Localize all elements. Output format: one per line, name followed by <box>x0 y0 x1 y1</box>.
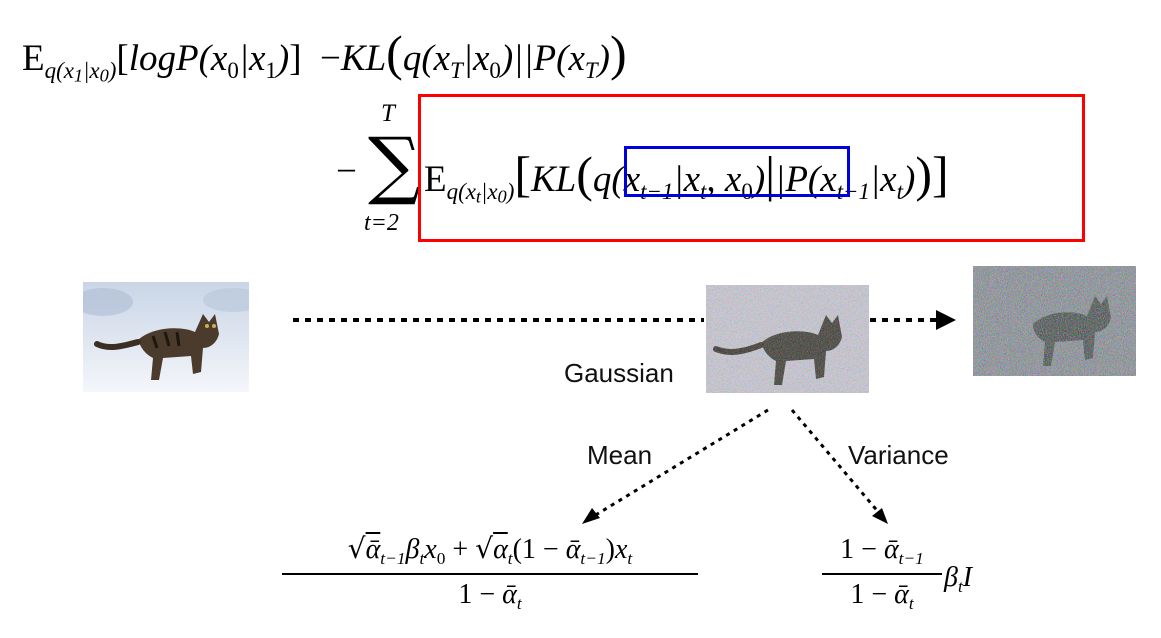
mean-numerator: √ᾱt−1βtx0 + √αt(1 − ᾱt−1)xt <box>347 532 633 569</box>
sum-inner-term: Eq(xt|x0)[KL(q(xt−1|xt, x0)||P(xt−1|xt))… <box>424 146 949 207</box>
sum-lower-limit: t=2 <box>364 210 399 236</box>
mean-arrow-line <box>593 408 769 518</box>
kl-sum-highlight-box <box>418 94 1085 242</box>
variance-denominator: 1 − ᾱt <box>850 579 914 614</box>
variance-fraction: 1 − ᾱt−1 1 − ᾱt <box>822 534 942 614</box>
variance-suffix: βtI <box>944 562 973 597</box>
posterior-highlight-box <box>624 146 850 197</box>
gaussian-label: Gaussian <box>564 358 674 388</box>
mean-label: Mean <box>587 440 653 470</box>
mean-formula: √ᾱt−1βtx0 + √αt(1 − ᾱt−1)xt 1 − ᾱt <box>282 532 698 614</box>
forward-noise-arrowhead <box>936 310 956 330</box>
sum-upper-limit: T <box>381 100 395 127</box>
elbo-line-1: Eq(x1|x0)[logP(x0|x1)] −KL(q(xT|x0)||P(x… <box>22 25 627 86</box>
summation-sign: ∑ <box>368 122 421 208</box>
clean-cat-image <box>83 282 249 392</box>
fully-noised-cat-image <box>973 266 1136 376</box>
minus-sign: − <box>336 151 357 192</box>
variance-arrowhead <box>872 508 888 524</box>
variance-fraction-bar <box>822 573 942 576</box>
variance-label: Variance <box>848 440 949 470</box>
mean-arrowhead <box>582 508 600 524</box>
mean-fraction-bar <box>282 573 698 576</box>
mean-denominator: 1 − ᾱt <box>458 579 522 614</box>
noisy-cat-image <box>706 285 869 393</box>
variance-numerator: 1 − ᾱt−1 <box>840 534 924 569</box>
